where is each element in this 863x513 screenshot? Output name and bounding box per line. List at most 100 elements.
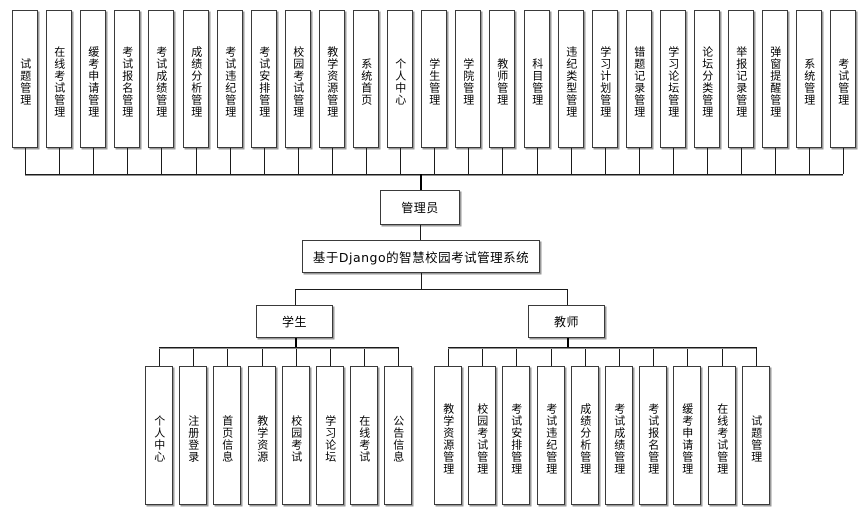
node-考试报名管理-admin-3[interactable]: 考试报名管理 (114, 10, 140, 148)
node-学生管理-admin-12[interactable]: 学生管理 (421, 10, 447, 148)
node-label: 考试报名管理 (646, 402, 660, 475)
node-学习计划管理-admin-17[interactable]: 学习计划管理 (592, 10, 618, 148)
node-label: 校园考试管理 (475, 402, 489, 475)
node-teacher[interactable]: 教师 (528, 305, 605, 338)
node-考试安排管理-admin-7[interactable]: 考试安排管理 (251, 10, 277, 148)
connector-vertical (673, 148, 674, 174)
connector-vertical (295, 289, 296, 305)
connector-vertical (571, 148, 572, 174)
node-考试违纪管理-admin-6[interactable]: 考试违纪管理 (217, 10, 243, 148)
node-考试报名管理-teacher-6[interactable]: 考试报名管理 (639, 366, 667, 505)
node-教学资源-student-3[interactable]: 教学资源 (248, 366, 276, 505)
connector-horizontal (448, 347, 756, 348)
node-考试成绩管理-admin-4[interactable]: 考试成绩管理 (148, 10, 174, 148)
connector-vertical (296, 347, 297, 366)
node-校园考试管理-admin-8[interactable]: 校园考试管理 (285, 10, 311, 148)
connector-vertical (193, 347, 194, 366)
connector-vertical (551, 347, 552, 366)
connector-vertical (364, 347, 365, 366)
node-label: 试题管理 (749, 414, 763, 463)
node-科目管理-admin-15[interactable]: 科目管理 (524, 10, 550, 148)
connector-vertical (159, 347, 160, 366)
node-在线考试-student-6[interactable]: 在线考试 (350, 366, 378, 505)
node-校园考试-student-4[interactable]: 校园考试 (282, 366, 310, 505)
connector-vertical (262, 347, 263, 366)
connector-vertical (722, 347, 723, 366)
connector-vertical (196, 148, 197, 174)
node-学习论坛管理-admin-19[interactable]: 学习论坛管理 (660, 10, 686, 148)
connector-vertical (756, 347, 757, 366)
node-label: 教师 (553, 315, 579, 329)
node-label: 违纪类型管理 (564, 46, 578, 118)
node-label: 注册登录 (186, 414, 200, 463)
node-弹窗提醒管理-admin-22[interactable]: 弹窗提醒管理 (762, 10, 788, 148)
connector-vertical (482, 347, 483, 366)
node-学习论坛-student-5[interactable]: 学习论坛 (316, 366, 344, 505)
node-label: 在线考试管理 (715, 402, 729, 475)
node-label: 学生管理 (427, 58, 441, 106)
node-学院管理-admin-13[interactable]: 学院管理 (455, 10, 481, 148)
node-考试成绩管理-teacher-5[interactable]: 考试成绩管理 (605, 366, 633, 505)
node-label: 考试成绩管理 (154, 46, 168, 118)
node-成绩分析管理-teacher-4[interactable]: 成绩分析管理 (571, 366, 599, 505)
connector-horizontal (25, 175, 843, 176)
node-注册登录-student-1[interactable]: 注册登录 (179, 366, 207, 505)
connector-vertical (448, 347, 449, 366)
node-考试管理-admin-24[interactable]: 考试管理 (830, 10, 856, 148)
node-举报记录管理-admin-21[interactable]: 举报记录管理 (728, 10, 754, 148)
connector-vertical (227, 347, 228, 366)
connector-vertical (468, 148, 469, 174)
node-论坛分类管理-admin-20[interactable]: 论坛分类管理 (694, 10, 720, 148)
node-教学资源管理-teacher-0[interactable]: 教学资源管理 (434, 366, 462, 505)
node-system-title[interactable]: 基于Django的智慧校园考试管理系统 (302, 240, 540, 273)
node-label: 首页信息 (220, 414, 234, 463)
node-label: 教学资源管理 (325, 46, 339, 118)
node-label: 校园考试 (289, 414, 303, 463)
node-考试安排管理-teacher-2[interactable]: 考试安排管理 (502, 366, 530, 505)
connector-vertical (775, 148, 776, 174)
node-试题管理-teacher-9[interactable]: 试题管理 (742, 366, 770, 505)
node-label: 系统管理 (802, 58, 816, 106)
node-个人中心-student-0[interactable]: 个人中心 (145, 366, 173, 505)
node-label: 弹窗提醒管理 (768, 46, 782, 118)
connector-vertical (295, 338, 297, 347)
connector-vertical (366, 148, 367, 174)
connector-vertical (127, 148, 128, 174)
node-label: 学院管理 (461, 58, 475, 106)
node-考试违纪管理-teacher-3[interactable]: 考试违纪管理 (537, 366, 565, 505)
connector-vertical (25, 148, 26, 174)
node-label: 考试违纪管理 (223, 46, 237, 118)
node-student[interactable]: 学生 (256, 305, 333, 338)
node-系统管理-admin-23[interactable]: 系统管理 (796, 10, 822, 148)
node-在线考试管理-admin-1[interactable]: 在线考试管理 (46, 10, 72, 148)
node-违纪类型管理-admin-16[interactable]: 违纪类型管理 (558, 10, 584, 148)
node-缓考申请管理-admin-2[interactable]: 缓考申请管理 (80, 10, 106, 148)
node-教师管理-admin-14[interactable]: 教师管理 (489, 10, 515, 148)
node-label: 教师管理 (495, 58, 509, 106)
connector-vertical (585, 347, 586, 366)
connector-vertical (741, 148, 742, 174)
node-首页信息-student-2[interactable]: 首页信息 (213, 366, 241, 505)
node-label: 在线考试 (357, 414, 371, 463)
connector-vertical (707, 148, 708, 174)
node-label: 缓考申请管理 (86, 46, 100, 118)
node-在线考试管理-teacher-8[interactable]: 在线考试管理 (708, 366, 736, 505)
node-label: 管理员 (401, 201, 439, 215)
node-公告信息-student-7[interactable]: 公告信息 (384, 366, 412, 505)
node-错题记录管理-admin-18[interactable]: 错题记录管理 (626, 10, 652, 148)
node-label: 考试安排管理 (257, 46, 271, 118)
node-label: 考试违纪管理 (544, 402, 558, 475)
node-教学资源管理-admin-9[interactable]: 教学资源管理 (319, 10, 345, 148)
node-系统首页-admin-10[interactable]: 系统首页 (353, 10, 379, 148)
connector-vertical (330, 347, 331, 366)
node-label: 学习论坛管理 (666, 46, 680, 118)
node-缓考申请管理-teacher-7[interactable]: 缓考申请管理 (673, 366, 701, 505)
node-label: 个人中心 (393, 58, 407, 106)
node-个人中心-admin-11[interactable]: 个人中心 (387, 10, 413, 148)
node-试题管理-admin-0[interactable]: 试题管理 (12, 10, 38, 148)
node-admin[interactable]: 管理员 (380, 190, 460, 225)
node-成绩分析管理-admin-5[interactable]: 成绩分析管理 (183, 10, 209, 148)
node-label: 成绩分析管理 (189, 46, 203, 118)
connector-vertical (567, 289, 568, 305)
node-校园考试管理-teacher-1[interactable]: 校园考试管理 (468, 366, 496, 505)
